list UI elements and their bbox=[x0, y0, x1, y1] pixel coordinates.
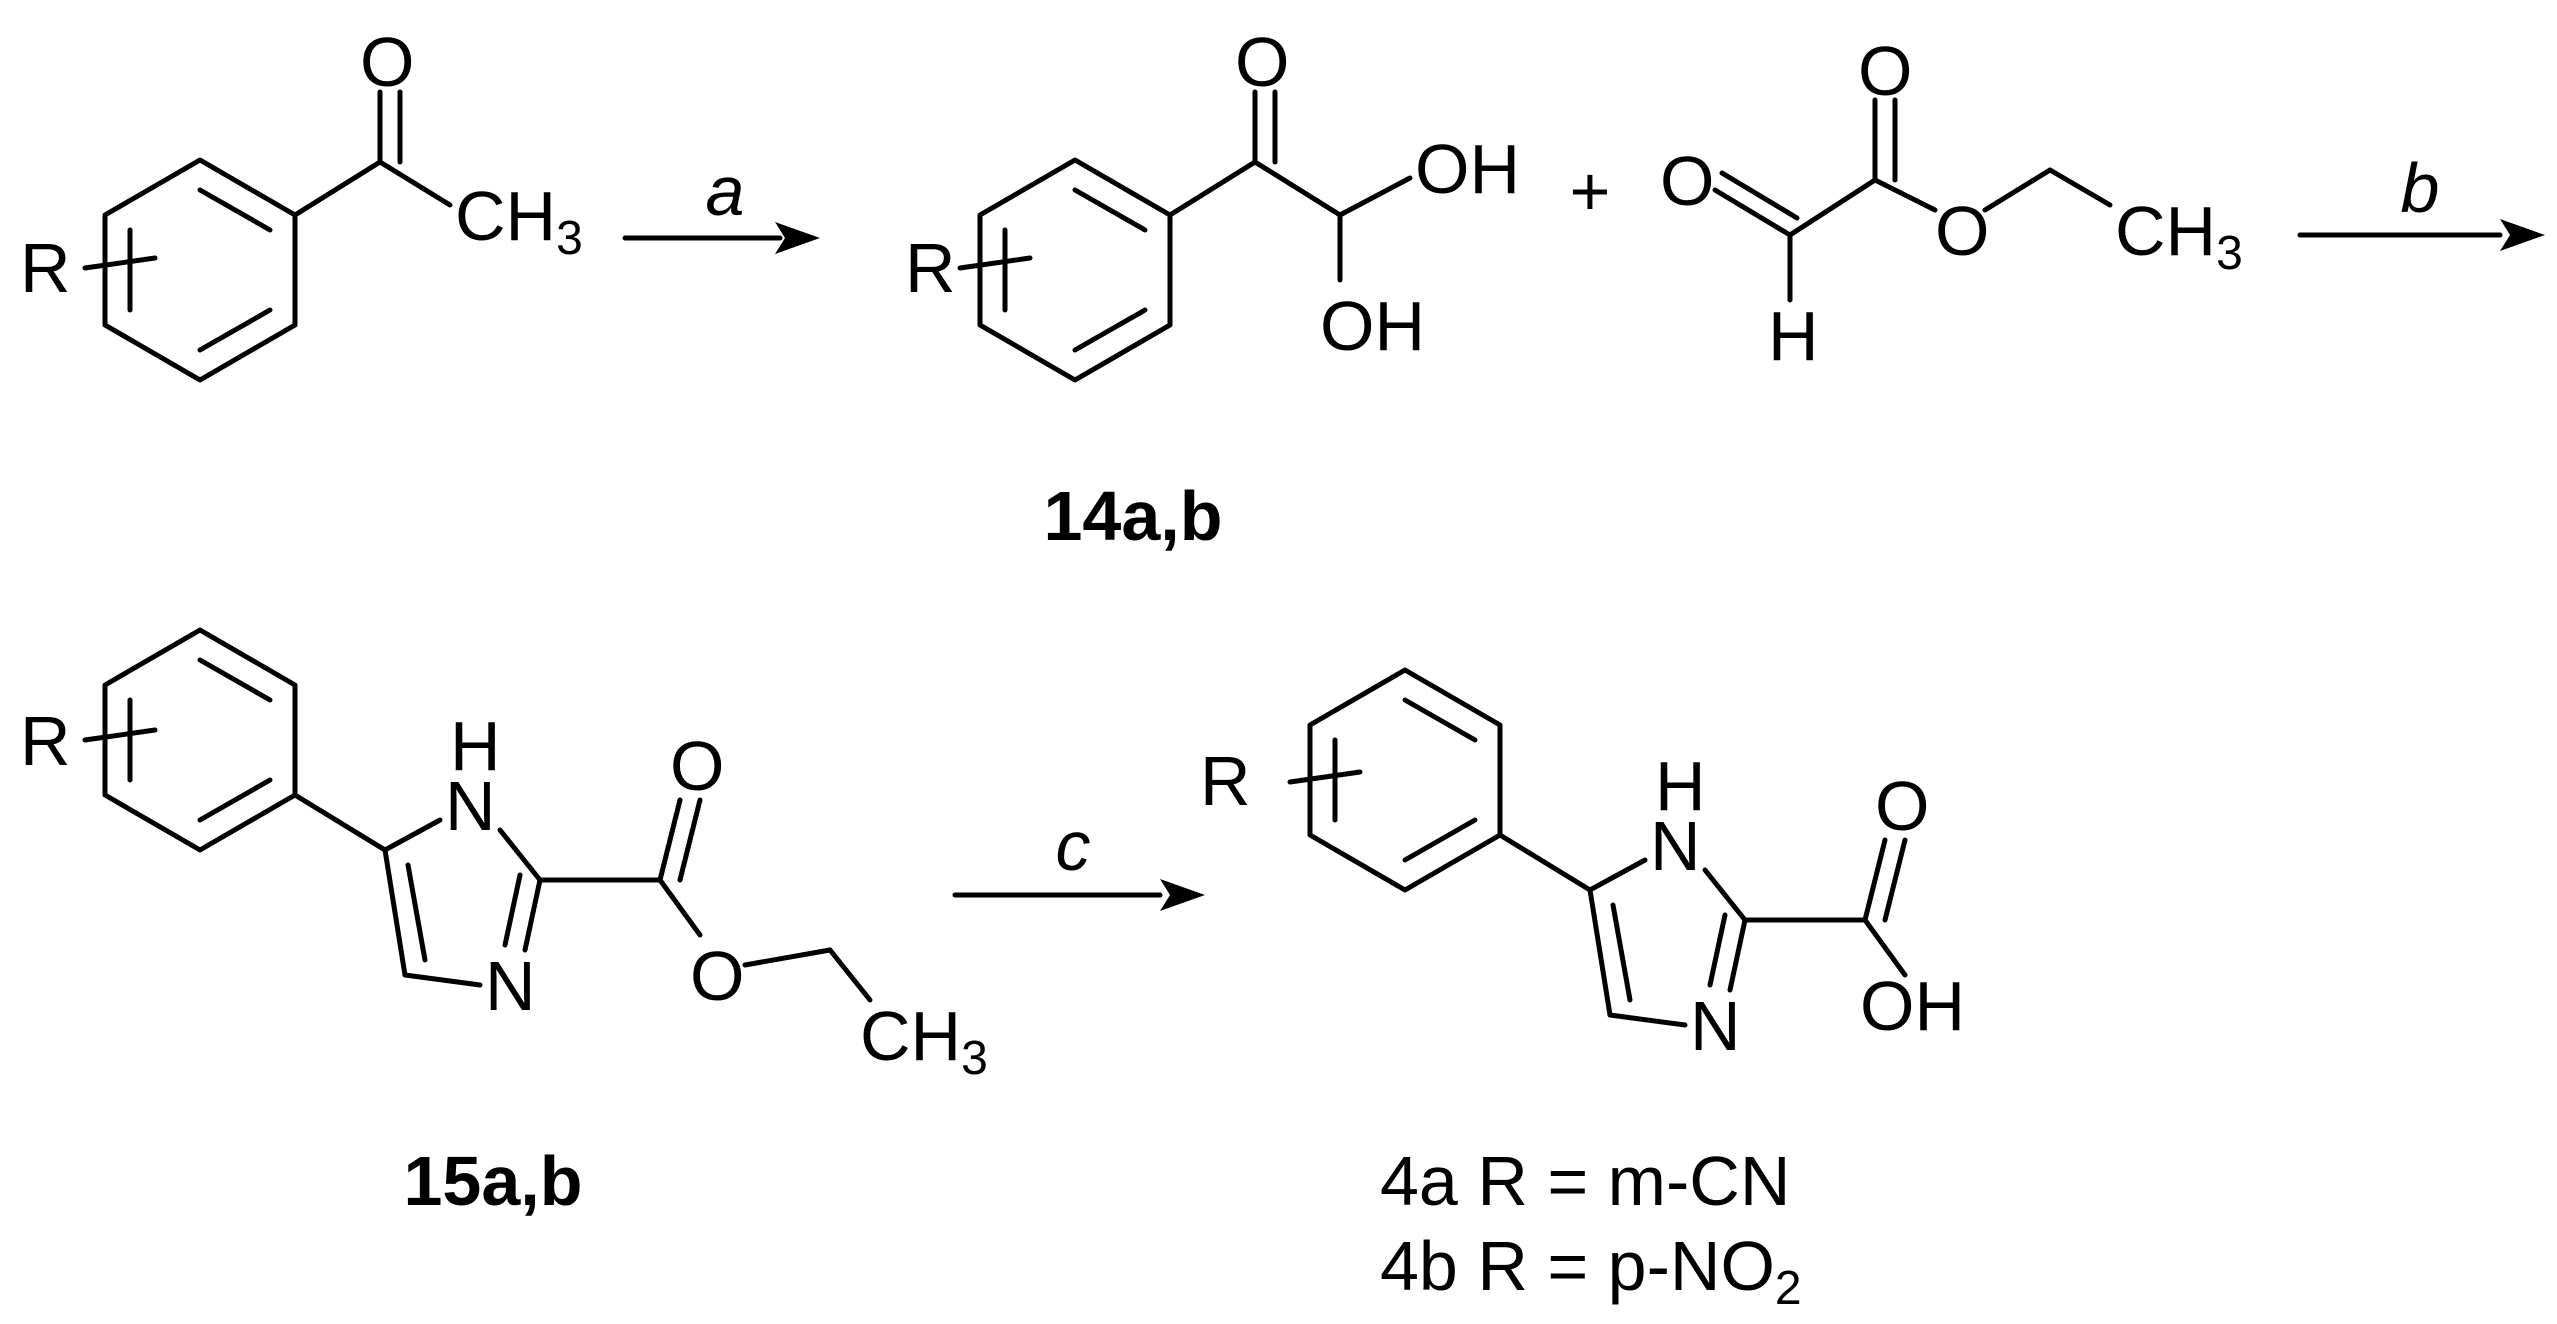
methyl-group: CH3 bbox=[2115, 192, 2243, 280]
reaction-arrow-a: a bbox=[622, 152, 820, 254]
imidazole-nitrogen: N bbox=[485, 947, 536, 1025]
imidazole-nitrogen: N bbox=[1690, 987, 1741, 1065]
acid-hydroxyl: OH bbox=[1860, 967, 1965, 1045]
r-substituent-bond bbox=[1287, 769, 1363, 785]
methyl-group: CH3 bbox=[860, 997, 988, 1085]
ester-oxygen: O bbox=[690, 937, 744, 1015]
compound-14-structure: R O OH OH bbox=[905, 23, 1520, 383]
ethyl-glyoxylate-structure: O H O O CH3 bbox=[1660, 32, 2243, 375]
acetophenone-structure: R O CH3 bbox=[20, 23, 583, 383]
imidazole-nh-nitrogen: N bbox=[1650, 807, 1701, 885]
r-group-label: R bbox=[905, 229, 956, 307]
legend-4a: 4a R = m-CN bbox=[1380, 1142, 1790, 1220]
acid-carbonyl-oxygen: O bbox=[1875, 767, 1929, 845]
compound-4-structure: R N H N O OH bbox=[1200, 667, 1965, 1065]
reagent-label-c: c bbox=[1056, 807, 1091, 885]
reaction-arrow-b: b bbox=[2297, 149, 2545, 251]
plus-sign: + bbox=[1570, 152, 1611, 230]
carbonyl-oxygen: O bbox=[360, 23, 414, 101]
aldehyde-oxygen: O bbox=[1660, 142, 1714, 220]
reagent-label-a: a bbox=[706, 152, 745, 230]
ester-oxygen: O bbox=[1935, 192, 1989, 270]
carbonyl-oxygen: O bbox=[1235, 23, 1289, 101]
r-group-label: R bbox=[20, 229, 71, 307]
r-substituent-bond bbox=[957, 255, 1033, 271]
r-substituent-bond bbox=[82, 727, 158, 743]
reagent-label-b: b bbox=[2401, 149, 2440, 227]
methyl-group: CH3 bbox=[455, 177, 583, 265]
aldehyde-hydrogen: H bbox=[1768, 297, 1819, 375]
ester-carbonyl-oxygen: O bbox=[1858, 32, 1912, 110]
r-group-label: R bbox=[1200, 742, 1251, 820]
r-group-label: R bbox=[20, 702, 71, 780]
imidazole-nh-hydrogen: H bbox=[450, 707, 501, 785]
imidazole-nh-hydrogen: H bbox=[1655, 747, 1706, 825]
legend-4b: 4b R = p-NO2 bbox=[1380, 1227, 1802, 1315]
imidazole-nh-nitrogen: N bbox=[445, 767, 496, 845]
compound-label-15: 15a,b bbox=[404, 1142, 583, 1220]
reaction-arrow-c: c bbox=[952, 807, 1205, 911]
compound-15-structure: R N H N O O CH3 bbox=[20, 627, 988, 1085]
hydroxyl-group-lower: OH bbox=[1320, 287, 1425, 365]
compound-label-14: 14a,b bbox=[1044, 477, 1223, 555]
hydroxyl-group-upper: OH bbox=[1415, 130, 1520, 208]
ester-carbonyl-oxygen: O bbox=[670, 727, 724, 805]
r-substituent-bond bbox=[82, 255, 158, 271]
